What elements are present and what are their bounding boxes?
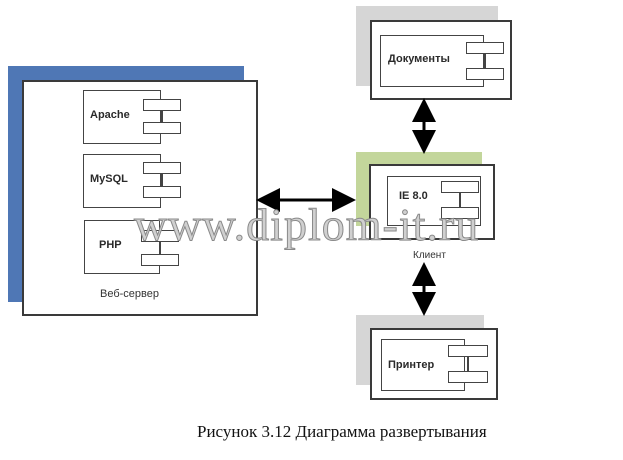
client-label: Клиент bbox=[413, 250, 446, 261]
figure-caption: Рисунок 3.12 Диаграмма развертывания bbox=[197, 422, 487, 441]
component-port-icon bbox=[143, 122, 181, 134]
port-connector bbox=[159, 242, 161, 254]
php-label: PHP bbox=[99, 239, 122, 251]
component-port-icon bbox=[448, 371, 488, 383]
client-node: IE 8.0 bbox=[369, 164, 495, 240]
web-server-node: Apache MySQL PHP Веб-сервер bbox=[22, 80, 258, 316]
printer-label: Принтер bbox=[388, 359, 435, 371]
port-connector bbox=[161, 174, 163, 186]
component-port-icon bbox=[466, 68, 504, 80]
documents-node: Документы bbox=[370, 20, 512, 100]
apache-component: Apache bbox=[83, 90, 161, 144]
component-port-icon bbox=[448, 345, 488, 357]
port-connector bbox=[467, 357, 469, 371]
component-port-icon bbox=[441, 181, 479, 193]
component-port-icon bbox=[143, 186, 181, 198]
component-port-icon bbox=[143, 99, 181, 111]
component-port-icon bbox=[466, 42, 504, 54]
component-port-icon bbox=[141, 230, 179, 242]
port-connector bbox=[459, 193, 461, 207]
port-connector bbox=[161, 111, 163, 122]
port-connector bbox=[484, 54, 486, 68]
documents-label: Документы bbox=[388, 53, 450, 65]
component-port-icon bbox=[141, 254, 179, 266]
component-port-icon bbox=[143, 162, 181, 174]
web-server-label: Веб-сервер bbox=[100, 288, 159, 300]
apache-label: Apache bbox=[90, 109, 130, 121]
printer-node: Принтер bbox=[370, 328, 498, 400]
mysql-label: MySQL bbox=[90, 173, 128, 185]
watermark: www.diplom-it.ru bbox=[133, 199, 480, 251]
ie-label: IE 8.0 bbox=[399, 190, 428, 202]
component-port-icon bbox=[441, 207, 479, 219]
